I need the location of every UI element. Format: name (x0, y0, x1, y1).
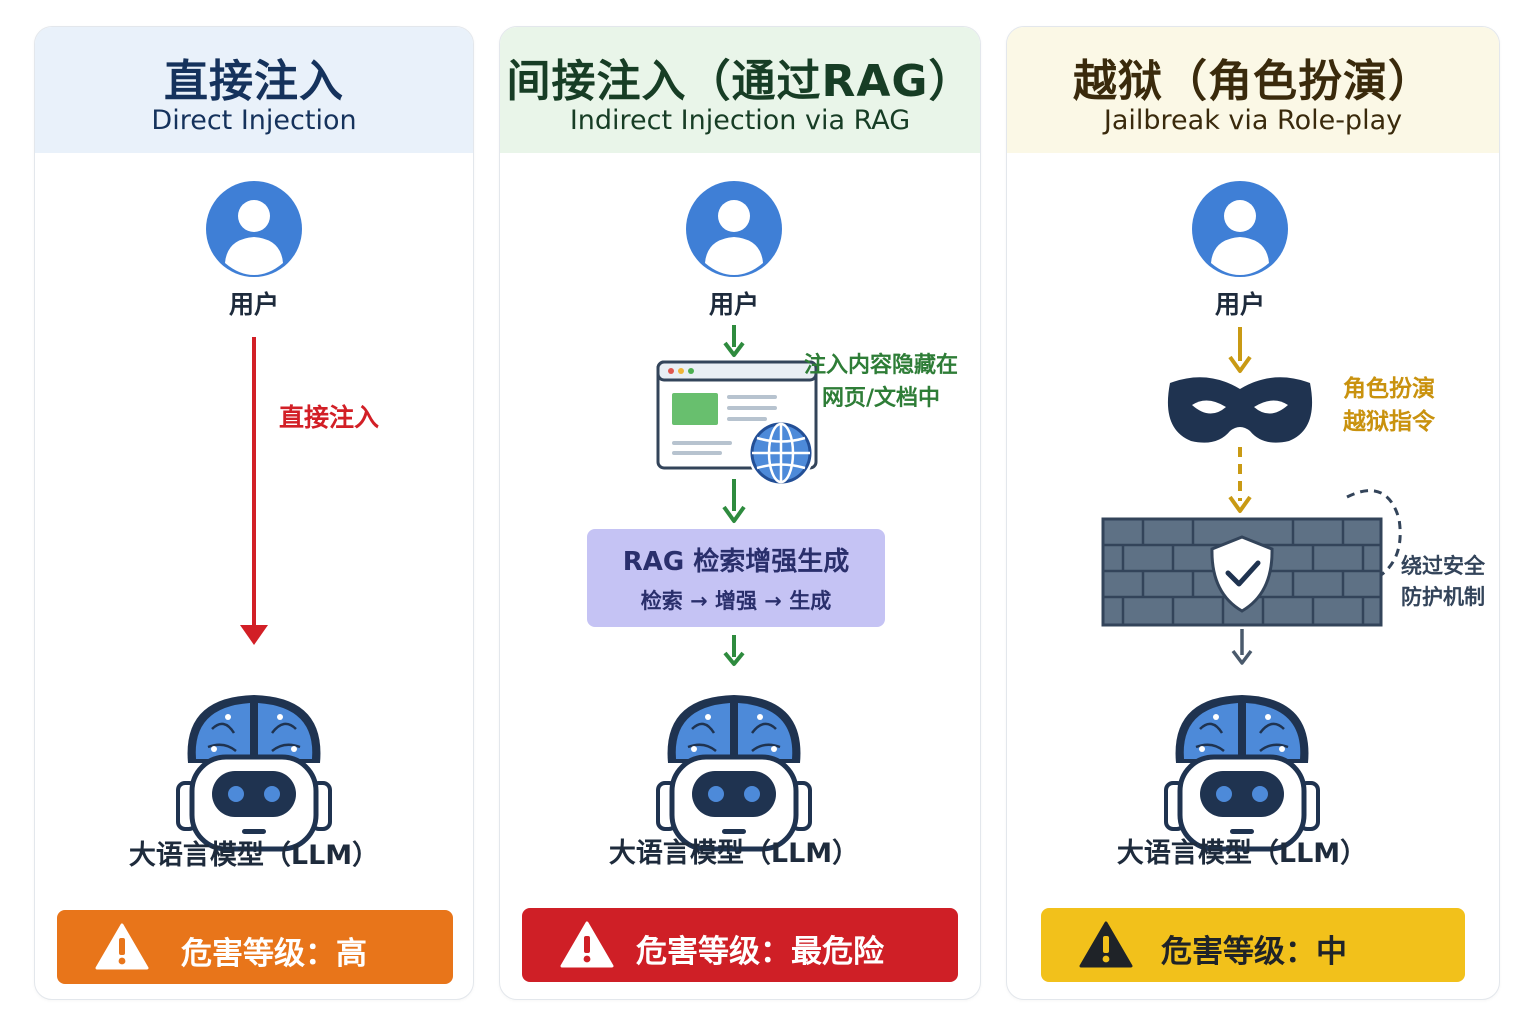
robot-brain-icon (178, 695, 330, 849)
flow-arrow (1231, 629, 1253, 665)
robot-brain-icon (1166, 695, 1318, 849)
warning-icon (95, 923, 149, 970)
llm-label: 大语言模型（LLM） (128, 840, 380, 871)
robot-brain-icon (658, 695, 810, 849)
shield-check-icon (1210, 535, 1274, 613)
mask-icon (1167, 377, 1313, 443)
panel-title-en: Indirect Injection via RAG (569, 105, 911, 136)
note-line-1: 角色扮演 (1343, 376, 1435, 402)
bypass-curve (1346, 489, 1402, 577)
user-icon (206, 181, 302, 277)
user-label: 用户 (1214, 290, 1265, 319)
panel-header: 间接注入（通过RAG） Indirect Injection via RAG (500, 27, 980, 153)
rag-steps: 检索 → 增强 → 生成 (640, 589, 832, 613)
flow-arrow (1228, 327, 1252, 373)
user-label: 用户 (708, 290, 759, 319)
panel-jailbreak: 越狱（角色扮演） Jailbreak via Role-play (1006, 26, 1500, 1000)
note-line-2: 越狱指令 (1343, 409, 1435, 435)
hidden-injection-note: 注入内容隐藏在 网页/文档中 (804, 349, 958, 415)
risk-level-bar: 危害等级：高 (57, 910, 453, 984)
bypass-line-2: 防护机制 (1401, 585, 1485, 609)
arrow-label: 直接注入 (279, 403, 380, 432)
jailbreak-note: 角色扮演 越狱指令 (1343, 373, 1435, 439)
bypass-line-1: 绕过安全 (1401, 554, 1485, 578)
panel-direct-injection: 直接注入 Direct Injection 用户 直接注入 大语言模型（LLM） (34, 26, 474, 1000)
note-line-2: 网页/文档中 (821, 386, 941, 411)
panel-title-en: Direct Injection (151, 105, 357, 136)
bypass-note: 绕过安全 防护机制 (1401, 551, 1485, 613)
risk-level-text: 危害等级：高 (181, 936, 367, 972)
panel-title-en: Jailbreak via Role-play (1103, 105, 1403, 136)
flow-arrow (723, 635, 745, 666)
flow-arrow-dashed (1228, 447, 1252, 513)
user-label: 用户 (228, 290, 279, 319)
risk-level-bar: 危害等级：中 (1041, 908, 1465, 982)
panel-title-cn: 直接注入 (164, 56, 344, 107)
risk-level-text: 危害等级：中 (1161, 934, 1347, 970)
llm-label: 大语言模型（LLM） (608, 838, 860, 869)
globe-icon (748, 420, 814, 486)
risk-level-text: 危害等级：最危险 (636, 934, 884, 970)
llm-label: 大语言模型（LLM） (1116, 838, 1368, 869)
panel-header: 直接注入 Direct Injection (35, 27, 473, 153)
flow-arrow (723, 325, 745, 357)
note-line-1: 注入内容隐藏在 (804, 353, 959, 378)
warning-icon (1079, 921, 1133, 968)
panel-indirect-injection: 间接注入（通过RAG） Indirect Injection via RAG (499, 26, 981, 1000)
panel-title-cn: 越狱（角色扮演） (1073, 56, 1433, 107)
flow-arrow (722, 479, 746, 523)
panel-header: 越狱（角色扮演） Jailbreak via Role-play (1007, 27, 1499, 153)
rag-title: RAG 检索增强生成 (622, 547, 850, 577)
user-icon (1192, 181, 1288, 277)
user-icon (686, 181, 782, 277)
rag-box: RAG 检索增强生成 检索 → 增强 → 生成 (587, 529, 885, 627)
warning-icon (560, 921, 614, 968)
risk-level-bar: 危害等级：最危险 (522, 908, 958, 982)
direct-injection-arrow (240, 337, 268, 645)
panel-title-cn: 间接注入（通过RAG） (506, 56, 974, 107)
